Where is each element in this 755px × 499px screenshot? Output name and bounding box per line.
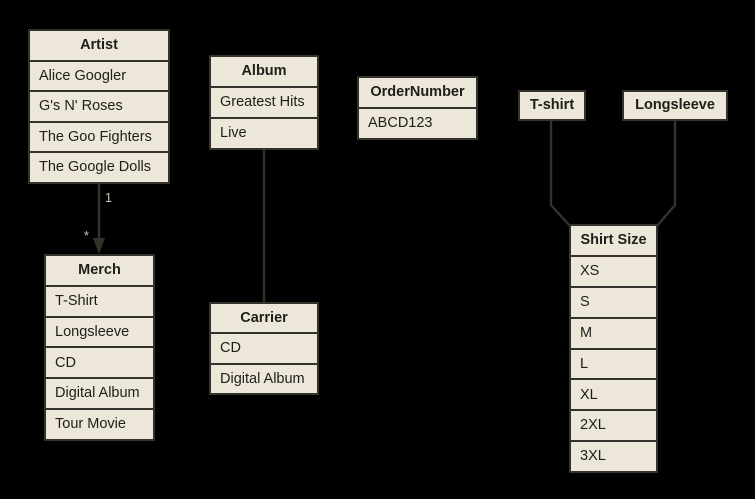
entity-artist-row-2: The Goo Fighters: [30, 122, 168, 152]
entity-shirt-size-row-3: L: [571, 349, 656, 379]
entity-album-row-1: Live: [211, 119, 317, 148]
entity-shirt-size-row-2: M: [571, 318, 656, 348]
entity-shirt-size-row-1: S: [571, 287, 656, 317]
entity-merch[interactable]: Merch T-Shirt Longsleeve CD Digital Albu…: [44, 254, 155, 441]
entity-carrier-row-0: CD: [211, 334, 317, 363]
entity-order-number[interactable]: OrderNumber ABCD123: [357, 76, 478, 140]
entity-album[interactable]: Album Greatest Hits Live: [209, 55, 319, 150]
entity-merch-header: Merch: [46, 256, 153, 285]
entity-carrier-header: Carrier: [211, 304, 317, 333]
entity-merch-row-3: Digital Album: [46, 379, 153, 409]
connector-artist-multiplicity-target: *: [84, 229, 89, 243]
entity-shirt-size[interactable]: Shirt Size XS S M L XL 2XL 3XL: [569, 224, 658, 473]
entity-tshirt[interactable]: T-shirt: [518, 90, 586, 121]
entity-merch-row-2: CD: [46, 348, 153, 378]
entity-artist-row-1: G's N' Roses: [30, 92, 168, 121]
entity-artist-row-3: The Google Dolls: [30, 153, 168, 182]
entity-order-number-row-0: ABCD123: [359, 109, 476, 138]
entity-order-number-header: OrderNumber: [359, 78, 476, 107]
entity-merch-row-4: Tour Movie: [46, 410, 153, 439]
entity-longsleeve-header: Longsleeve: [624, 92, 726, 119]
entity-longsleeve[interactable]: Longsleeve: [622, 90, 728, 121]
entity-shirt-size-row-6: 3XL: [571, 442, 656, 471]
entity-artist[interactable]: Artist Alice Googler G's N' Roses The Go…: [28, 29, 170, 184]
entity-merch-row-1: Longsleeve: [46, 317, 153, 347]
entity-shirt-size-row-4: XL: [571, 380, 656, 410]
entity-artist-row-0: Alice Googler: [30, 61, 168, 91]
connector-artist-multiplicity-source: 1: [105, 191, 112, 205]
entity-tshirt-header: T-shirt: [520, 92, 584, 119]
entity-merch-row-0: T-Shirt: [46, 286, 153, 316]
entity-album-row-0: Greatest Hits: [211, 88, 317, 117]
entity-shirt-size-row-0: XS: [571, 256, 656, 286]
entity-album-header: Album: [211, 57, 317, 86]
entity-shirt-size-header: Shirt Size: [571, 226, 656, 255]
entity-shirt-size-row-5: 2XL: [571, 411, 656, 441]
entity-carrier[interactable]: Carrier CD Digital Album: [209, 302, 319, 395]
entity-carrier-row-1: Digital Album: [211, 364, 317, 393]
entity-artist-header: Artist: [30, 31, 168, 60]
